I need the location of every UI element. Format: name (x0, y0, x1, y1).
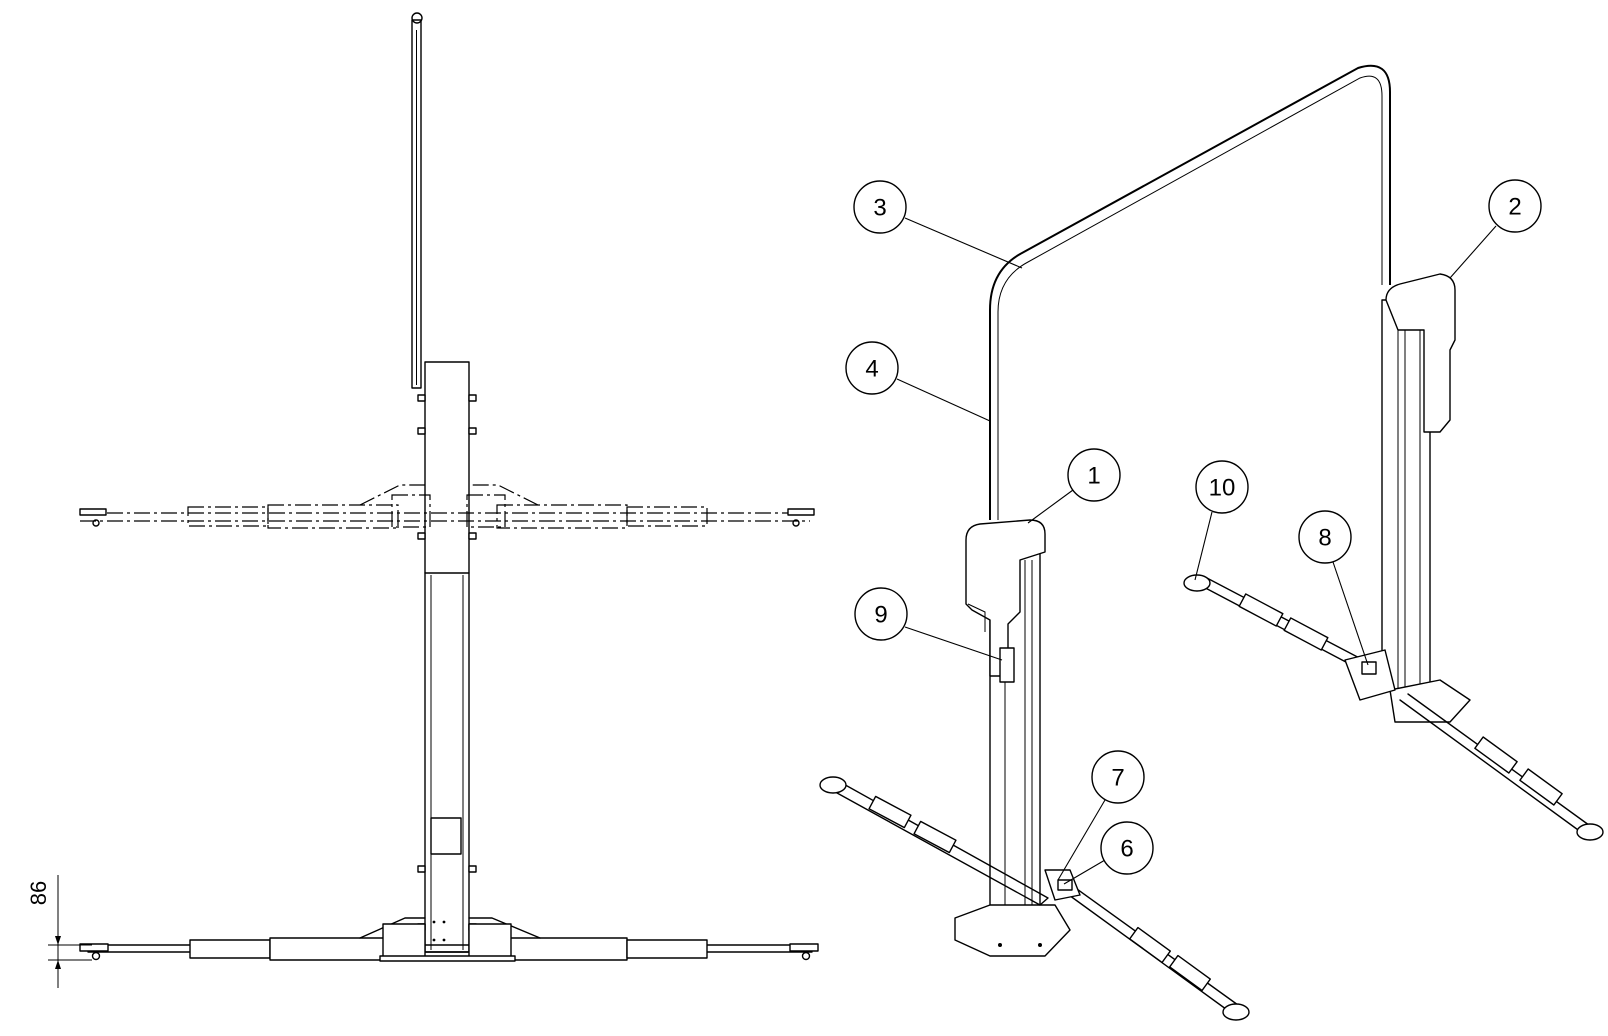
isometric-view: 1 2 3 4 6 7 8 (819, 64, 1604, 1021)
balloon-2: 2 (1449, 179, 1542, 279)
balloon-7: 7 (1057, 750, 1145, 881)
balloon-1-label: 1 (1087, 463, 1100, 490)
dimension-label: 86 (26, 881, 51, 905)
balloon-3: 3 (853, 180, 1023, 269)
side-view-column (417, 361, 477, 953)
side-view-lowered-arms (79, 917, 819, 962)
balloon-8-label: 8 (1318, 525, 1331, 552)
front-arms (819, 776, 1250, 1021)
balloon-8: 8 (1298, 510, 1369, 666)
balloon-9-label: 9 (874, 602, 887, 629)
balloon-10-label: 10 (1209, 475, 1236, 502)
balloon-7-label: 7 (1111, 765, 1124, 792)
balloon-6: 6 (1063, 821, 1154, 885)
side-view: 86 (26, 12, 819, 988)
rear-column (1381, 273, 1471, 723)
balloon-1: 1 (1027, 448, 1121, 524)
rear-arms (1183, 574, 1604, 841)
side-view-overhead-bar (411, 12, 423, 389)
balloon-9: 9 (854, 587, 1003, 661)
balloon-2-label: 2 (1508, 194, 1521, 221)
dimension-86: 86 (26, 875, 92, 988)
balloon-4: 4 (845, 341, 991, 422)
overhead-frame (989, 64, 1391, 520)
balloon-6-label: 6 (1120, 836, 1133, 863)
front-column (954, 519, 1071, 957)
balloon-3-label: 3 (873, 195, 886, 222)
side-view-raised-arms (79, 484, 815, 529)
balloon-10: 10 (1194, 460, 1249, 581)
balloon-4-label: 4 (865, 356, 878, 383)
